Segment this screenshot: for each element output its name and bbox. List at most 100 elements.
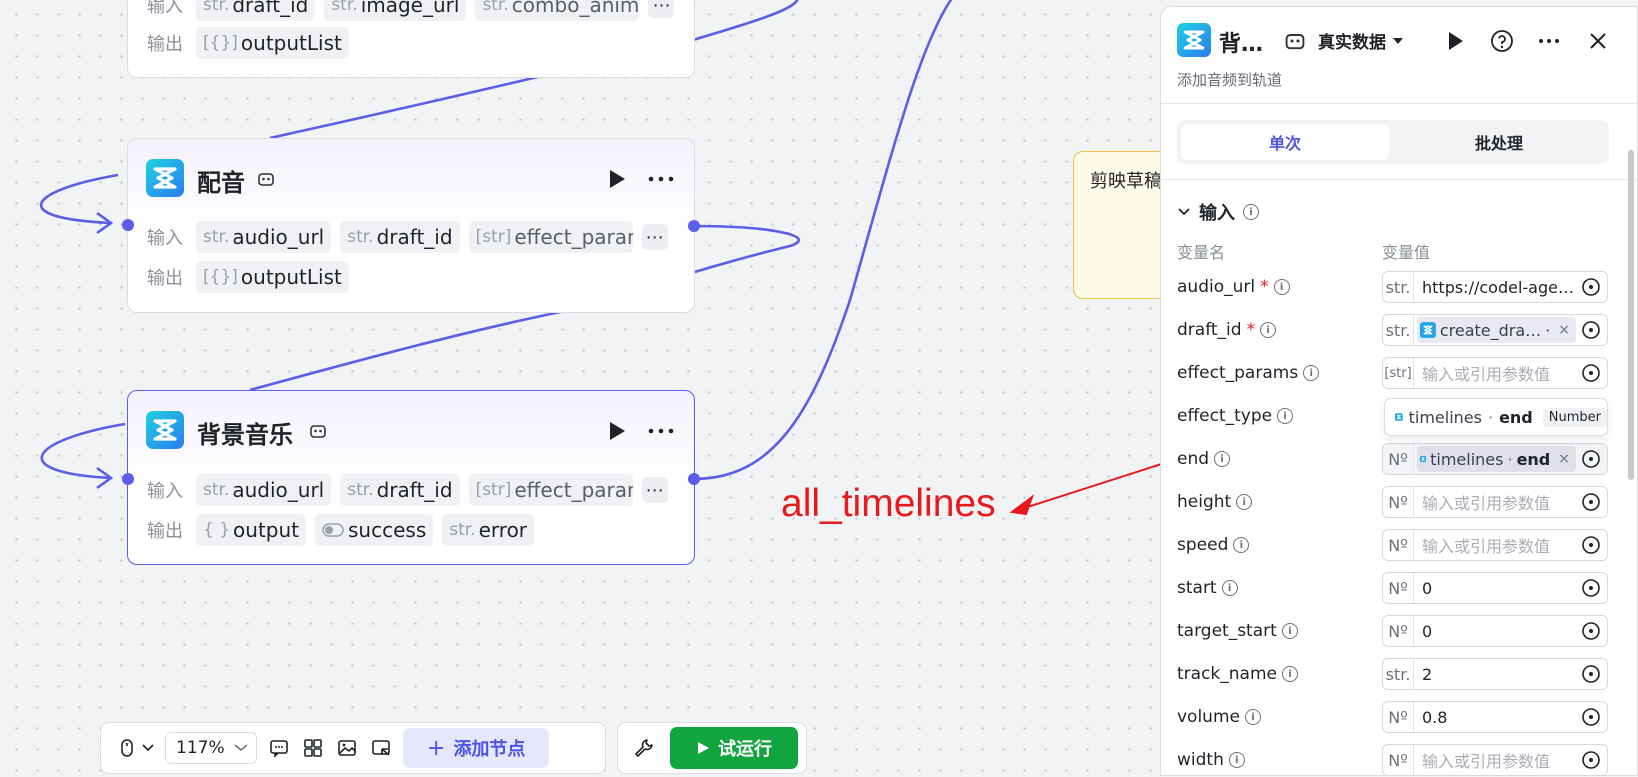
output-port[interactable] — [688, 473, 700, 485]
data-mode-select[interactable]: 真实数据 — [1318, 28, 1404, 53]
comment-icon[interactable] — [267, 736, 291, 760]
run-node-icon[interactable] — [606, 167, 628, 191]
more-menu-icon[interactable] — [646, 419, 676, 443]
more-inputs-button[interactable]: ⋯ — [641, 224, 668, 250]
panel-description: 添加音频到轨道 — [1177, 71, 1283, 89]
image-icon[interactable] — [335, 736, 359, 760]
output-port[interactable] — [688, 220, 700, 232]
column-header-value: 变量值 — [1382, 243, 1431, 262]
type-tag: Nº — [1383, 745, 1414, 775]
remove-icon[interactable]: × — [1558, 451, 1570, 467]
plugin-icon — [258, 173, 274, 186]
param-value-field[interactable]: Nº 输入或引用参数值 — [1382, 744, 1608, 776]
type-tag: [str] — [1383, 358, 1414, 388]
workflow-node-bgm[interactable]: 背景音乐 输入 str.audio_url str.draft_id [str]… — [127, 390, 695, 565]
test-run-button[interactable]: 试运行 — [670, 727, 798, 769]
type-tag: str. — [1383, 272, 1414, 302]
input-chip: str.draft_id — [196, 0, 316, 21]
reference-chip[interactable]: timelines·end× — [1417, 446, 1576, 472]
annotation-label: all_timelines — [781, 482, 996, 525]
test-run-label: 试运行 — [718, 739, 772, 760]
column-header-name: 变量名 — [1177, 243, 1226, 262]
help-icon[interactable] — [1490, 29, 1514, 53]
outputs-label: 输出 — [147, 521, 183, 542]
tooltip-field: end — [1499, 407, 1533, 427]
workflow-node-dubbing[interactable]: 配音 输入 str.audio_url str.draft_id [str]ef… — [127, 138, 695, 313]
mouse-mode-icon[interactable] — [115, 736, 139, 760]
tab-batch[interactable]: 批处理 — [1474, 134, 1523, 153]
input-section-header[interactable]: 输入 i — [1177, 199, 1259, 225]
reference-target-icon[interactable] — [1581, 535, 1601, 555]
type-tag: Nº — [1383, 444, 1414, 474]
type-tag: str. — [1383, 315, 1414, 345]
run-node-icon[interactable] — [606, 419, 628, 443]
node-title: 配音 — [197, 169, 245, 197]
layout-grid-icon[interactable] — [301, 736, 325, 760]
more-inputs-button[interactable]: ⋯ — [641, 477, 668, 503]
chevron-down-icon — [234, 744, 248, 752]
reference-chip[interactable]: create_dra…·× — [1417, 317, 1576, 343]
output-chip: [{}]outputList — [196, 261, 349, 293]
type-tag: Nº — [1383, 616, 1414, 646]
node-config-panel: 背… 真实数据 添加音频到轨道 单次 批处理 输入 i 变量名 变量值 audi… — [1160, 6, 1638, 776]
param-value-field[interactable]: [str] 输入或引用参数值 — [1382, 357, 1608, 389]
reference-target-icon[interactable] — [1581, 277, 1601, 297]
input-port[interactable] — [122, 219, 134, 231]
param-value-field[interactable]: str.https://codel-age… — [1382, 271, 1608, 303]
reference-target-icon[interactable] — [1581, 578, 1601, 598]
output-chip: success — [315, 514, 434, 546]
data-mode-label: 真实数据 — [1318, 33, 1386, 53]
param-name: speed — [1177, 535, 1229, 555]
workflow-node-image[interactable]: 输入 str.draft_id str.image_url str.combo_… — [127, 0, 695, 78]
panel-scrollbar[interactable] — [1628, 150, 1634, 480]
input-port[interactable] — [122, 473, 134, 485]
minimap-icon[interactable] — [369, 736, 393, 760]
reference-field: end — [1516, 449, 1551, 469]
input-chip: str.draft_id — [340, 221, 460, 253]
more-menu-icon[interactable] — [646, 167, 676, 191]
zoom-select[interactable]: 117% — [165, 732, 257, 764]
plus-icon: + — [427, 735, 446, 761]
param-value: 0.8 — [1422, 707, 1448, 727]
close-icon[interactable] — [1586, 29, 1610, 53]
param-placeholder: 输入或引用参数值 — [1422, 365, 1551, 384]
param-placeholder: 输入或引用参数值 — [1422, 752, 1551, 771]
chevron-down-icon[interactable] — [141, 736, 155, 760]
run-node-icon[interactable] — [1443, 29, 1467, 53]
add-node-button[interactable]: +添加节点 — [403, 728, 550, 768]
required-mark: * — [1246, 320, 1256, 340]
zoom-value: 117% — [176, 738, 225, 758]
reference-target-icon[interactable] — [1581, 320, 1601, 340]
param-value-field[interactable]: str.2 — [1382, 658, 1608, 690]
reference-target-icon[interactable] — [1581, 621, 1601, 641]
comment-text: 剪映草稿 — [1090, 171, 1162, 192]
param-value-field[interactable]: str. create_dra…·× — [1382, 314, 1608, 346]
param-value-field[interactable]: Nº 0.8 — [1382, 701, 1608, 733]
param-value-field[interactable]: Nº timelines·end× — [1382, 443, 1608, 475]
wrench-icon[interactable] — [632, 736, 656, 760]
info-icon: i — [1236, 494, 1253, 510]
param-name: start — [1177, 578, 1217, 598]
mode-tabs: 单次 批处理 — [1177, 120, 1609, 164]
reference-target-icon[interactable] — [1581, 492, 1601, 512]
reference-target-icon[interactable] — [1581, 707, 1601, 727]
tab-single[interactable]: 单次 — [1181, 124, 1389, 160]
reference-target-icon[interactable] — [1581, 449, 1601, 469]
more-inputs-button[interactable]: ⋯ — [648, 0, 675, 18]
type-tag: Nº — [1383, 573, 1414, 603]
capcut-logo-icon — [1420, 455, 1427, 463]
type-tag: Nº — [1383, 702, 1414, 732]
reference-target-icon[interactable] — [1581, 664, 1601, 684]
reference-target-icon[interactable] — [1581, 750, 1601, 770]
reference-target-icon[interactable] — [1581, 363, 1601, 383]
inputs-label: 输入 — [147, 228, 183, 249]
remove-icon[interactable]: × — [1558, 322, 1570, 338]
more-menu-icon[interactable] — [1537, 29, 1561, 53]
